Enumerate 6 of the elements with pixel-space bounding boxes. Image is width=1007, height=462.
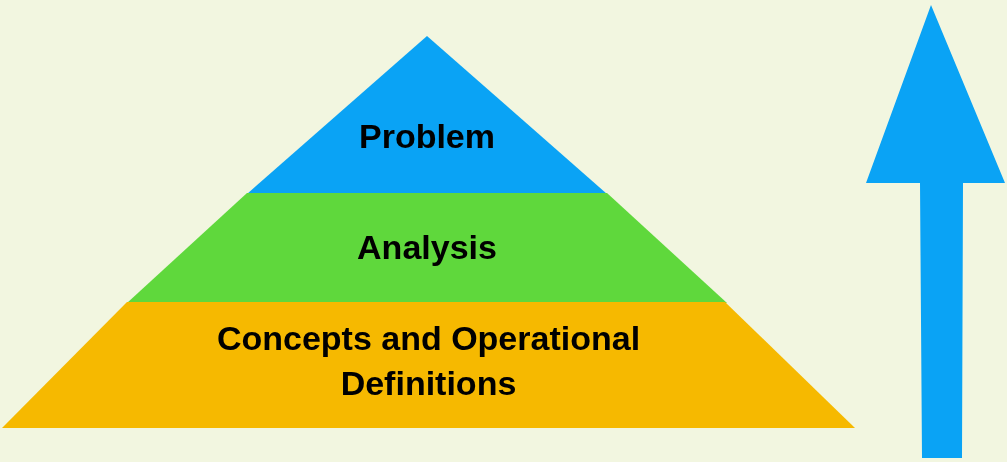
tier-label: Analysis [356, 227, 498, 268]
pyramid-tier [127, 193, 727, 303]
pyramid-tier [2, 302, 855, 428]
tier-label: Concepts and Operational Definitions [215, 318, 642, 404]
pyramid-tier [247, 36, 607, 194]
tier-label: Problem [357, 116, 496, 157]
